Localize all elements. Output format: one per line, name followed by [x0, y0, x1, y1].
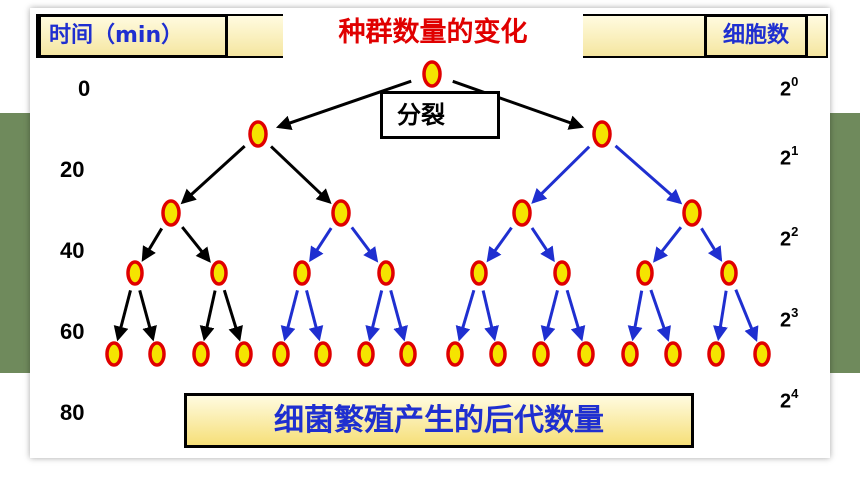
division-arrow	[138, 289, 157, 342]
bacterium-cell	[489, 341, 507, 367]
bacterium-cell	[293, 260, 311, 286]
cell-count-value: 21	[780, 143, 799, 170]
time-tick: 60	[60, 319, 85, 344]
cell-count-value: 22	[780, 224, 799, 251]
division-arrow	[350, 226, 379, 263]
cell-count-value: 20	[780, 74, 799, 101]
division-arrow	[565, 289, 586, 342]
bacterium-cell	[314, 341, 332, 367]
bacterium-cell	[753, 341, 771, 367]
division-arrow	[455, 289, 476, 342]
division-arrow	[540, 290, 559, 342]
time-axis-label: 时间（min）	[38, 14, 228, 58]
bacterium-cell	[161, 199, 181, 227]
bacterium-cell	[577, 341, 595, 367]
cell-count-value: 24	[780, 386, 799, 413]
time-tick: 40	[60, 238, 85, 263]
division-arrow	[365, 290, 384, 342]
bacterium-cell	[682, 199, 702, 227]
split-label: 分裂	[380, 91, 500, 139]
bacterium-cell	[192, 341, 210, 367]
bacterium-cell	[720, 260, 738, 286]
division-arrow	[275, 79, 412, 131]
bacterium-cell	[664, 341, 682, 367]
bacterium-cell	[532, 341, 550, 367]
division-arrow	[700, 227, 723, 262]
bacterium-cell	[553, 260, 571, 286]
bacterium-cell	[105, 341, 123, 367]
division-arrow	[199, 290, 217, 342]
caption: 细菌繁殖产生的后代数量	[184, 393, 694, 448]
division-arrow	[113, 290, 132, 342]
division-arrow	[270, 145, 332, 205]
division-arrow	[530, 227, 555, 263]
time-tick: 20	[60, 157, 85, 182]
bacterium-cell	[592, 120, 612, 148]
division-arrow	[181, 226, 211, 263]
cell-count-label: 细胞数	[704, 14, 808, 58]
division-arrow	[734, 289, 759, 342]
division-arrow	[141, 227, 164, 262]
bacterium-cell	[621, 341, 639, 367]
division-arrow	[389, 289, 408, 342]
bacterium-cell	[707, 341, 725, 367]
division-arrow	[280, 290, 299, 342]
time-tick: 80	[60, 400, 85, 425]
division-arrow	[627, 290, 644, 342]
bacterium-cell	[377, 260, 395, 286]
bacterium-cell	[235, 341, 253, 367]
bacterium-cell	[248, 120, 268, 148]
division-arrow	[486, 226, 513, 263]
time-tick: 0	[78, 76, 91, 101]
division-arrow	[713, 290, 728, 342]
page-title: 种群数量的变化	[283, 8, 583, 58]
bacterium-cell	[399, 341, 417, 367]
bacterium-cell	[210, 260, 228, 286]
division-arrow	[180, 144, 246, 205]
division-arrow	[305, 290, 324, 342]
bacterium-cell	[512, 199, 532, 227]
cell-count-value: 23	[780, 305, 799, 332]
division-arrow	[452, 79, 585, 130]
bacterium-cell	[126, 260, 144, 286]
bacterium-cell	[422, 60, 442, 88]
bacterium-cell	[357, 341, 375, 367]
division-arrow	[614, 144, 683, 205]
bacterium-cell	[148, 341, 166, 367]
bacterium-cell	[636, 260, 654, 286]
bacterium-cell	[272, 341, 290, 367]
bacterium-cell	[331, 199, 351, 227]
division-arrow	[309, 227, 333, 263]
division-arrow	[531, 145, 591, 204]
bacterium-cell	[446, 341, 464, 367]
division-arrow	[222, 289, 243, 342]
division-arrow	[649, 289, 671, 342]
bacterium-cell	[470, 260, 488, 286]
division-arrow	[653, 226, 683, 263]
division-arrow	[481, 290, 499, 342]
